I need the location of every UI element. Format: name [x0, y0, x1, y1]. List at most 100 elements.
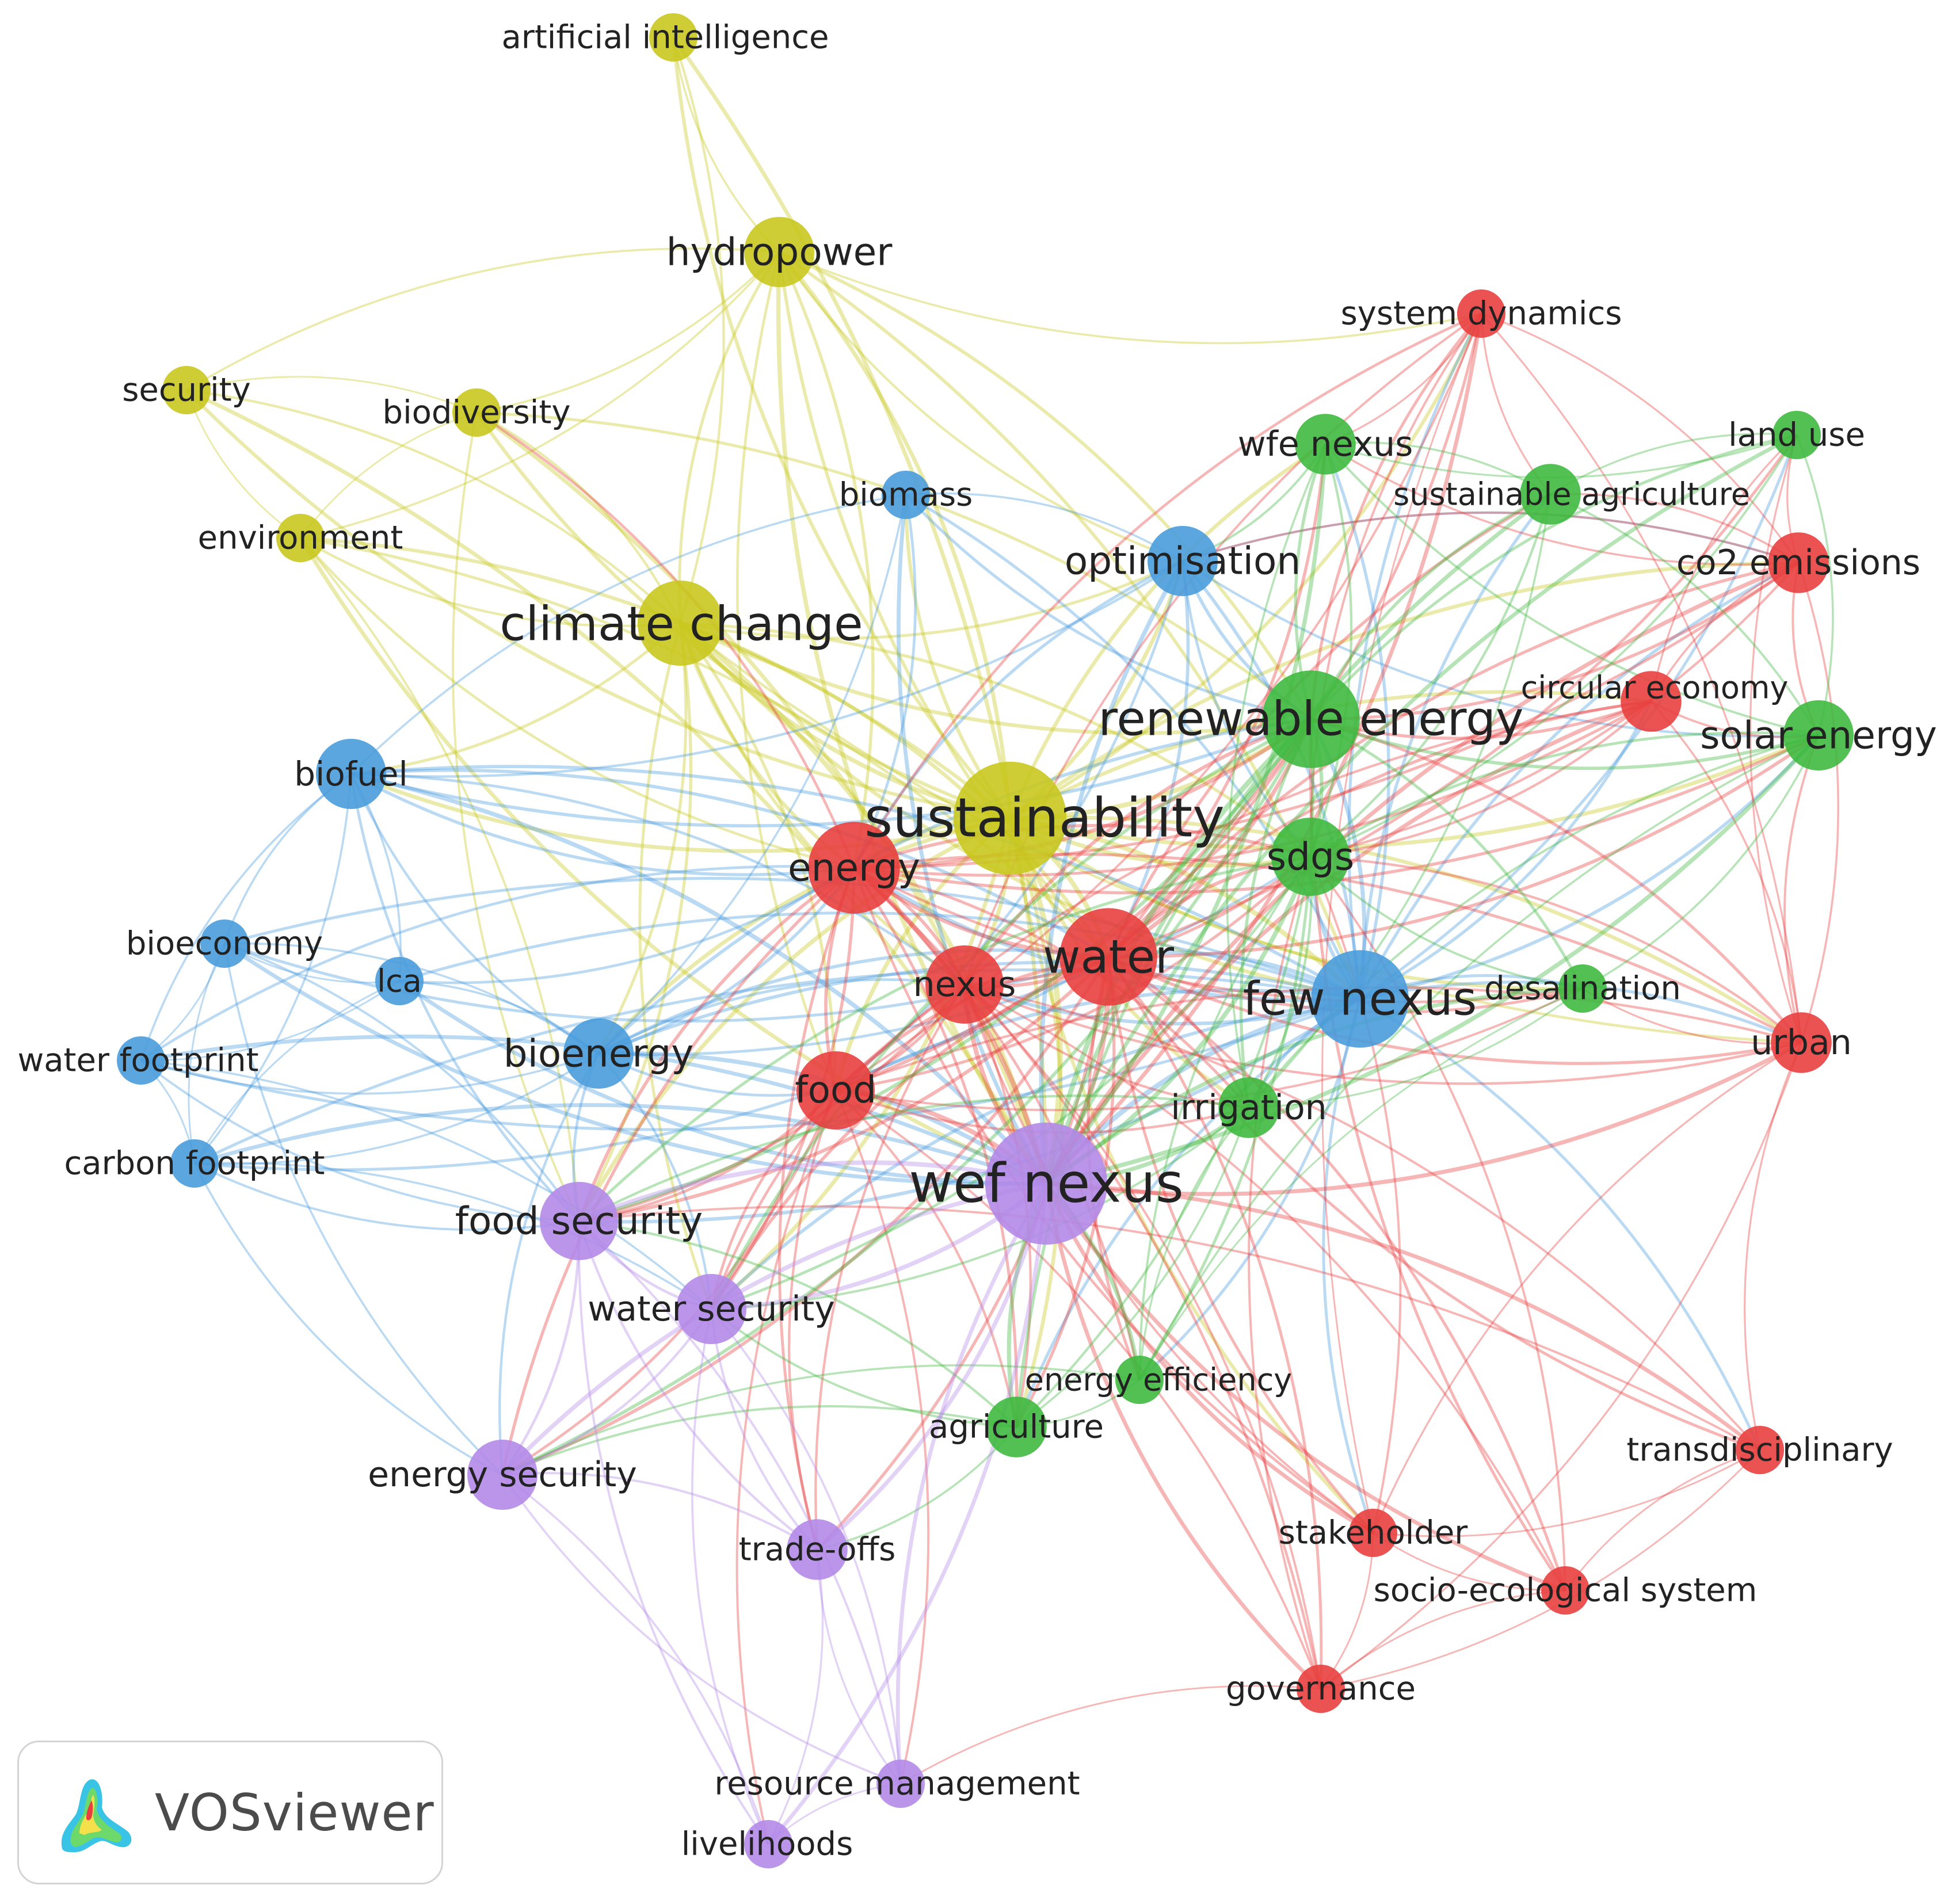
- link-climate-change-to-urban: [679, 622, 1802, 1044]
- link-energy-security-to-livelihoods: [501, 1474, 769, 1845]
- link-nexus-to-renewable-energy: [963, 718, 1312, 986]
- link-few-nexus-to-solar-energy: [1359, 734, 1820, 1001]
- link-climate-change-to-water: [679, 621, 1110, 958]
- node-lca[interactable]: [375, 957, 424, 1005]
- link-system-dynamics-to-urban: [1480, 312, 1802, 1043]
- node-socio-ecological-system[interactable]: [1541, 1566, 1589, 1615]
- node-renewable-energy[interactable]: [1262, 670, 1360, 768]
- node-water-footprint[interactable]: [117, 1036, 165, 1085]
- node-system-dynamics[interactable]: [1457, 289, 1505, 338]
- link-climate-change-to-renewable-energy: [679, 621, 1312, 735]
- node-wfe-nexus[interactable]: [1295, 414, 1356, 475]
- label-agriculture: agriculture: [929, 1409, 1104, 1446]
- node-artificial-intelligence[interactable]: [649, 13, 697, 62]
- link-sustainable-agriculture-to-solar-energy: [1550, 493, 1820, 736]
- link-food-security-to-trade-offs: [577, 1220, 818, 1551]
- link-climate-change-to-optimisation: [680, 559, 1184, 640]
- nodes-layer: [117, 13, 1854, 1868]
- node-trade-offs[interactable]: [787, 1519, 848, 1580]
- link-wfe-nexus-to-irrigation: [1226, 444, 1327, 1108]
- label-food-security: food security: [455, 1199, 703, 1243]
- node-food-security[interactable]: [540, 1182, 618, 1260]
- node-land-use[interactable]: [1773, 411, 1821, 459]
- link-biofuel-to-wef-nexus: [350, 772, 1048, 1185]
- node-urban[interactable]: [1771, 1012, 1832, 1073]
- label-urban: urban: [1751, 1022, 1852, 1063]
- node-bioenergy[interactable]: [563, 1018, 634, 1089]
- vosviewer-brand-name: VOSviewer: [155, 1783, 434, 1842]
- node-climate-change[interactable]: [637, 580, 723, 666]
- link-security-to-biodiversity: [186, 376, 477, 414]
- link-wfe-nexus-to-sustainable-agriculture: [1325, 441, 1551, 495]
- node-biodiversity[interactable]: [452, 388, 501, 437]
- label-bioeconomy: bioeconomy: [126, 925, 323, 963]
- link-water-footprint-to-energy: [140, 865, 855, 1062]
- node-bioeconomy[interactable]: [200, 919, 249, 968]
- label-biodiversity: biodiversity: [383, 394, 571, 432]
- node-sustainable-agriculture[interactable]: [1520, 464, 1581, 525]
- label-renewable-energy: renewable energy: [1098, 692, 1523, 747]
- node-biofuel[interactable]: [316, 739, 386, 809]
- node-optimisation[interactable]: [1148, 526, 1218, 596]
- link-sdgs-to-wef-nexus: [1045, 856, 1313, 1186]
- node-environment[interactable]: [276, 514, 325, 562]
- link-urban-to-wef-nexus: [1046, 1040, 1802, 1196]
- link-agriculture-to-energy-security: [502, 1405, 1017, 1476]
- link-bioenergy-to-energy-security: [498, 1052, 600, 1475]
- node-energy[interactable]: [808, 822, 900, 914]
- link-few-nexus-to-transdisciplinary: [1359, 997, 1762, 1451]
- link-security-to-sustainability: [185, 388, 1011, 820]
- node-food[interactable]: [796, 1051, 875, 1130]
- label-climate-change: climate change: [500, 597, 863, 652]
- node-livelihoods[interactable]: [744, 1820, 792, 1868]
- link-nexus-to-trade-offs: [814, 983, 966, 1550]
- link-environment-to-food-security: [299, 537, 580, 1222]
- link-system-dynamics-to-stakeholder: [1321, 313, 1482, 1533]
- label-carbon-footprint: carbon footprint: [64, 1145, 325, 1182]
- link-climate-change-to-sdgs: [680, 621, 1312, 858]
- link-solar-energy-to-sdgs: [1309, 731, 1819, 858]
- link-desalination-to-irrigation: [1248, 987, 1583, 1109]
- node-water[interactable]: [1059, 908, 1157, 1006]
- node-biomass[interactable]: [882, 471, 930, 519]
- label-hydropower: hydropower: [666, 230, 893, 274]
- node-desalination[interactable]: [1558, 964, 1607, 1013]
- node-wef-nexus[interactable]: [985, 1122, 1108, 1245]
- node-resource-management[interactable]: [876, 1760, 925, 1808]
- label-biofuel: biofuel: [294, 754, 407, 793]
- node-sdgs[interactable]: [1271, 818, 1350, 896]
- node-agriculture[interactable]: [986, 1396, 1047, 1457]
- node-water-security[interactable]: [676, 1274, 746, 1344]
- node-irrigation[interactable]: [1218, 1077, 1279, 1138]
- link-urban-to-stakeholder: [1372, 1041, 1802, 1533]
- node-stakeholder[interactable]: [1349, 1509, 1397, 1557]
- node-transdisciplinary[interactable]: [1736, 1426, 1784, 1474]
- node-few-nexus[interactable]: [1311, 950, 1409, 1048]
- node-nexus[interactable]: [925, 945, 1004, 1024]
- node-hydropower[interactable]: [744, 217, 814, 287]
- link-sustainability-to-water-security: [710, 818, 1012, 1311]
- link-food-to-food-security: [578, 1089, 837, 1223]
- labels-layer: artificial intelligencehydropowersecurit…: [17, 19, 1937, 1863]
- label-irrigation: irrigation: [1171, 1088, 1327, 1128]
- link-carbon-footprint-to-bioenergy: [194, 1052, 599, 1166]
- node-security[interactable]: [162, 366, 211, 414]
- link-land-use-to-sdgs: [1310, 434, 1798, 858]
- node-solar-energy[interactable]: [1783, 700, 1854, 770]
- link-circular-economy-to-water: [1107, 700, 1652, 958]
- node-energy-efficiency[interactable]: [1115, 1356, 1164, 1404]
- link-co2-emissions-to-optimisation: [1182, 511, 1799, 564]
- link-biofuel-to-few-nexus: [350, 765, 1361, 1001]
- node-governance[interactable]: [1297, 1665, 1345, 1713]
- node-circular-economy[interactable]: [1621, 671, 1682, 732]
- node-carbon-footprint[interactable]: [170, 1139, 219, 1188]
- node-co2-emissions[interactable]: [1768, 532, 1829, 593]
- label-energy-efficiency: energy efficiency: [1025, 1362, 1293, 1398]
- link-sustainability-to-co2-emissions: [1009, 560, 1799, 820]
- link-energy-to-food-security: [577, 866, 855, 1222]
- label-resource-management: resource management: [714, 1765, 1080, 1803]
- node-energy-security[interactable]: [467, 1440, 538, 1510]
- link-nexus-to-transdisciplinary: [964, 983, 1761, 1451]
- node-sustainability[interactable]: [953, 761, 1067, 875]
- link-food-to-trade-offs: [788, 1090, 837, 1550]
